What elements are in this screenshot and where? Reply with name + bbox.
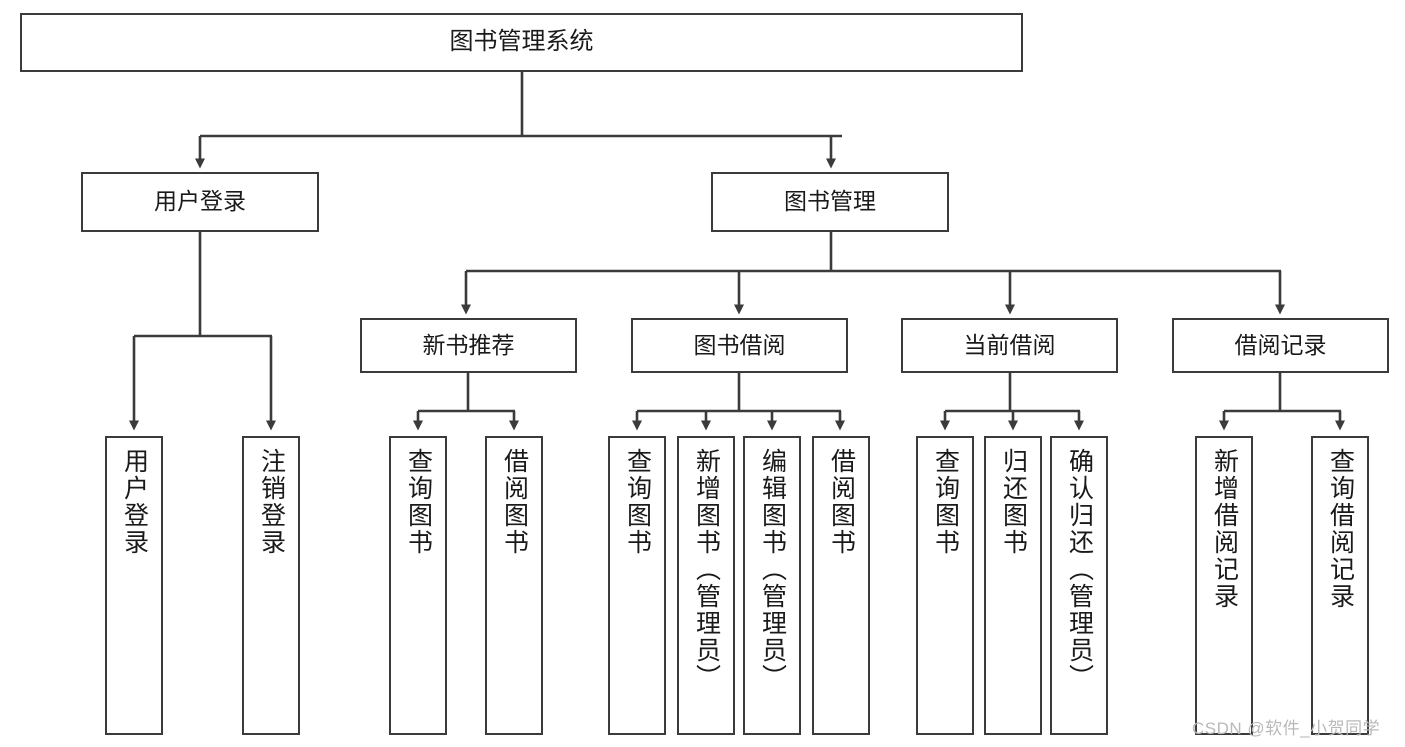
- leaf-logout-login[interactable]: 注销登录: [242, 436, 300, 735]
- node-label: 新增图书（管理员）: [692, 448, 721, 691]
- node-label: 图书借阅: [693, 331, 786, 358]
- node-label: 注销登录: [257, 448, 286, 556]
- node-current-borrow[interactable]: 当前借阅: [901, 318, 1118, 373]
- leaf-borrow-book[interactable]: 借阅图书: [812, 436, 870, 735]
- node-label: 归还图书: [999, 448, 1028, 556]
- leaf-user-login[interactable]: 用户登录: [105, 436, 163, 735]
- node-label: 用户登录: [120, 448, 149, 556]
- node-label: 查询图书: [404, 448, 433, 556]
- node-label: 编辑图书（管理员）: [758, 448, 787, 691]
- node-label: 图书管理: [784, 188, 876, 215]
- node-label: 查询图书: [931, 448, 960, 556]
- leaf-query-book-new-recommend[interactable]: 查询图书: [389, 436, 447, 735]
- leaf-add-borrow-record[interactable]: 新增借阅记录: [1195, 436, 1253, 735]
- node-new-book-recommend[interactable]: 新书推荐: [360, 318, 577, 373]
- node-label: 新书推荐: [422, 331, 515, 358]
- leaf-query-book-current[interactable]: 查询图书: [916, 436, 974, 735]
- leaf-return-book[interactable]: 归还图书: [984, 436, 1042, 735]
- node-book-management[interactable]: 图书管理: [711, 172, 949, 232]
- leaf-confirm-return[interactable]: 确认归还（管理员）: [1050, 436, 1108, 735]
- node-label: 借阅记录: [1234, 331, 1327, 358]
- leaf-borrow-book-new-recommend[interactable]: 借阅图书: [485, 436, 543, 735]
- node-label: 用户登录: [154, 188, 246, 215]
- leaf-query-book-borrow[interactable]: 查询图书: [608, 436, 666, 735]
- leaf-query-borrow-record[interactable]: 查询借阅记录: [1311, 436, 1369, 735]
- node-label: 查询借阅记录: [1326, 448, 1355, 610]
- node-label: 确认归还（管理员）: [1065, 448, 1094, 691]
- node-label: 当前借阅: [963, 331, 1056, 358]
- node-label: 借阅图书: [827, 448, 856, 556]
- node-user-login[interactable]: 用户登录: [81, 172, 319, 232]
- node-label: 借阅图书: [500, 448, 529, 556]
- leaf-add-book[interactable]: 新增图书（管理员）: [677, 436, 735, 735]
- node-label: 查询图书: [623, 448, 652, 556]
- node-root-book-management-system[interactable]: 图书管理系统: [20, 13, 1023, 72]
- node-borrow-record[interactable]: 借阅记录: [1172, 318, 1389, 373]
- node-label: 新增借阅记录: [1210, 448, 1239, 610]
- leaf-edit-book[interactable]: 编辑图书（管理员）: [743, 436, 801, 735]
- node-label: 图书管理系统: [449, 28, 594, 56]
- node-book-borrow[interactable]: 图书借阅: [631, 318, 848, 373]
